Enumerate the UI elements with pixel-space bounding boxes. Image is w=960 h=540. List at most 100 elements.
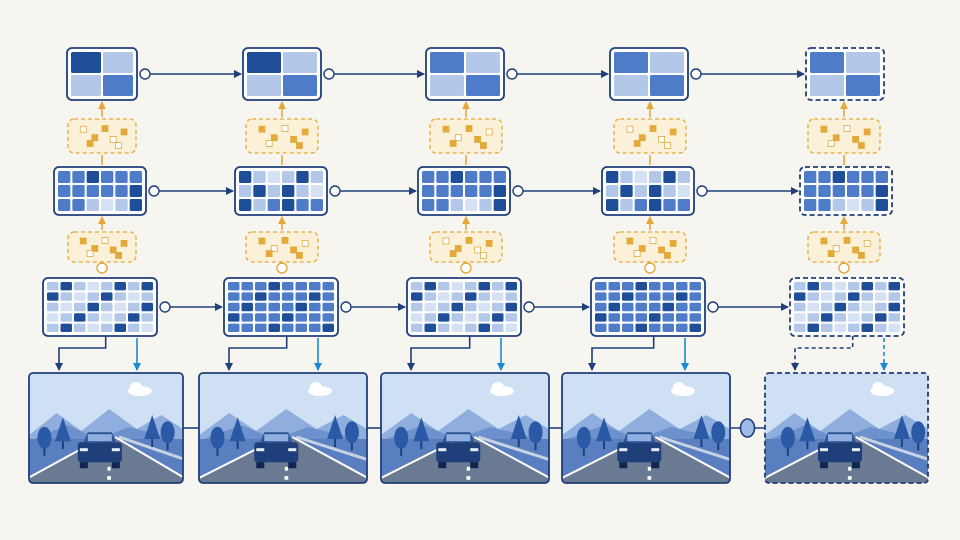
grid-cell <box>310 199 323 211</box>
grid-cell <box>662 282 674 291</box>
grid-cell <box>848 302 860 312</box>
grid-cell <box>129 185 142 197</box>
car-window <box>446 434 471 442</box>
road-edge-right <box>654 436 730 483</box>
grid-cell <box>322 292 334 301</box>
car-wheel <box>111 462 120 469</box>
grid-cell <box>608 313 620 322</box>
top-temporal-node <box>690 68 702 80</box>
grid-cell <box>283 75 317 96</box>
grid-cell <box>103 75 133 96</box>
car-wheel <box>256 462 265 469</box>
tree-crown <box>893 415 910 439</box>
grid-cell <box>861 185 874 197</box>
grid-cell <box>663 199 676 211</box>
decode-arrow <box>407 336 471 371</box>
grid-cell <box>861 199 874 211</box>
grid-cell <box>128 323 140 332</box>
grid-cell <box>101 185 114 197</box>
grid-cell <box>141 292 153 301</box>
grid-cell <box>228 302 240 312</box>
grid-cell <box>128 302 140 312</box>
grid-cell <box>58 185 71 197</box>
orange-mark <box>120 128 128 136</box>
grid-cell <box>834 282 846 291</box>
grid-cell <box>322 282 334 291</box>
grid-cell <box>614 52 648 73</box>
road-edge-right <box>114 436 183 483</box>
grid-cell <box>875 302 887 312</box>
grid-frame <box>406 277 522 337</box>
grid-cell <box>492 323 504 332</box>
grid-cell <box>650 52 684 73</box>
grid-cell <box>247 75 281 96</box>
orange-mark <box>479 142 487 149</box>
orange-mark <box>633 140 641 147</box>
car-icon <box>77 432 122 469</box>
grid-cell <box>846 75 880 96</box>
orange-mark <box>626 125 634 133</box>
grid-cell <box>87 282 99 291</box>
grid-cell <box>635 282 647 291</box>
orange-mark <box>858 142 865 149</box>
top-temporal-node <box>323 68 335 80</box>
grid-cell <box>438 313 450 322</box>
orange-mark <box>281 236 289 244</box>
grid-cell <box>268 282 280 291</box>
grid-cell <box>807 282 819 291</box>
orange-mark <box>258 237 266 245</box>
grid-cell <box>296 185 309 197</box>
cloud-part <box>672 382 685 392</box>
grid-cell <box>804 185 817 197</box>
grid-cell <box>87 302 99 312</box>
grid-cell <box>834 313 846 322</box>
feature-grid-mid-t3 <box>417 166 511 216</box>
grid-cell <box>875 171 888 183</box>
grid-cell <box>465 199 478 211</box>
grid-cell <box>821 323 833 332</box>
tree-trunk <box>517 437 520 447</box>
cloud-icon <box>307 382 332 396</box>
grid-cell <box>72 185 85 197</box>
grid-cell <box>451 292 463 301</box>
grid-cell <box>422 199 435 211</box>
feature-grid-mid-t2 <box>234 166 328 216</box>
grid-cell <box>635 323 647 332</box>
grid-cell <box>465 282 477 291</box>
grid-cell <box>794 282 806 291</box>
car-window <box>264 434 289 442</box>
grid-cell <box>649 171 662 183</box>
car-light <box>438 448 447 452</box>
grid-cell <box>635 313 647 322</box>
grid-cell <box>438 292 450 301</box>
grid-cell <box>848 323 860 332</box>
guard-rail <box>658 435 730 471</box>
grid-cell <box>649 302 661 312</box>
car-light <box>470 448 479 452</box>
tree-icon <box>144 415 161 447</box>
orange-mark <box>485 239 493 247</box>
tree-crown <box>144 415 161 439</box>
tree-trunk <box>334 437 337 447</box>
grid-cell <box>807 323 819 332</box>
grid-cell <box>296 171 309 183</box>
feature-grid-low-t5 <box>789 277 905 337</box>
grid-cell <box>622 292 634 301</box>
grid-cell <box>493 199 506 211</box>
grid-cell <box>424 302 436 312</box>
orange-mark <box>454 245 462 252</box>
tree-trunk <box>166 440 169 451</box>
grid-cell <box>114 313 126 322</box>
low-temporal-node <box>707 301 719 313</box>
grid-cell <box>309 302 321 312</box>
tree-crown <box>37 426 52 449</box>
grid-cell <box>875 292 887 301</box>
car-window <box>87 434 112 442</box>
tree-trunk <box>603 439 605 450</box>
grid-cell <box>807 313 819 322</box>
grid-cell <box>595 282 607 291</box>
grid-cell <box>295 302 307 312</box>
orange-mark <box>832 245 840 252</box>
orange-aggregation-top-t4 <box>613 118 687 154</box>
grid-cell <box>832 199 845 211</box>
